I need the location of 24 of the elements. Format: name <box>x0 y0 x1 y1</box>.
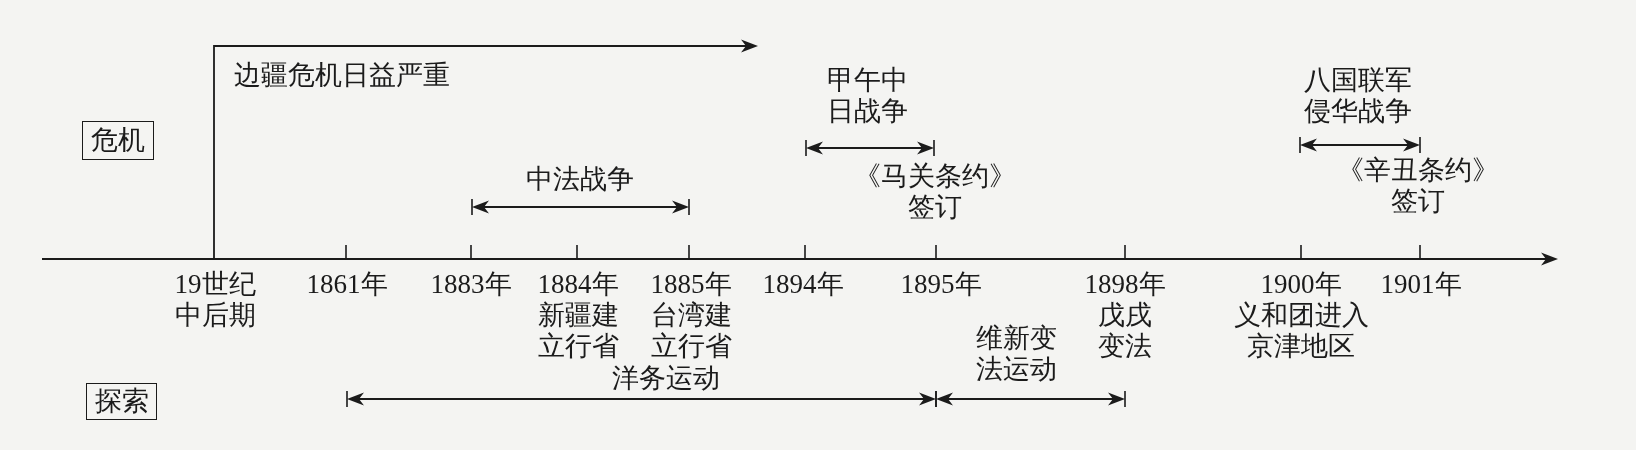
event-label: 《辛丑条约》签订 <box>1337 155 1499 217</box>
event-label: 台湾建立行省 <box>650 300 732 362</box>
event-label: 义和团进入京津地区 <box>1233 300 1369 362</box>
date-label: 1901年 <box>1380 269 1462 300</box>
date-label: 1894年 <box>762 269 844 300</box>
date-label: 1883年 <box>430 269 512 300</box>
event-label: 戊戌变法 <box>1098 300 1152 362</box>
date-label: 1900年 <box>1260 269 1342 300</box>
event-label: 新疆建立行省 <box>537 300 619 362</box>
event-label: 洋务运动 <box>612 363 720 394</box>
category-tag: 探索 <box>86 383 157 420</box>
category-tag: 危机 <box>82 121 154 160</box>
event-label: 维新变法运动 <box>975 323 1057 385</box>
event-label: 《马关条约》签订 <box>854 161 1016 223</box>
event-label: 八国联军侵华战争 <box>1304 65 1412 127</box>
date-label: 1898年 <box>1084 269 1166 300</box>
date-label: 1885年 <box>650 269 732 300</box>
date-label: 1895年 <box>900 269 982 300</box>
date-label: 19世纪中后期 <box>174 269 256 331</box>
event-label: 中法战争 <box>526 164 634 195</box>
date-label: 1861年 <box>306 269 388 300</box>
event-label: 甲午中日战争 <box>826 65 908 127</box>
date-label: 1884年 <box>537 269 619 300</box>
trend-label: 边疆危机日益严重 <box>234 60 450 91</box>
